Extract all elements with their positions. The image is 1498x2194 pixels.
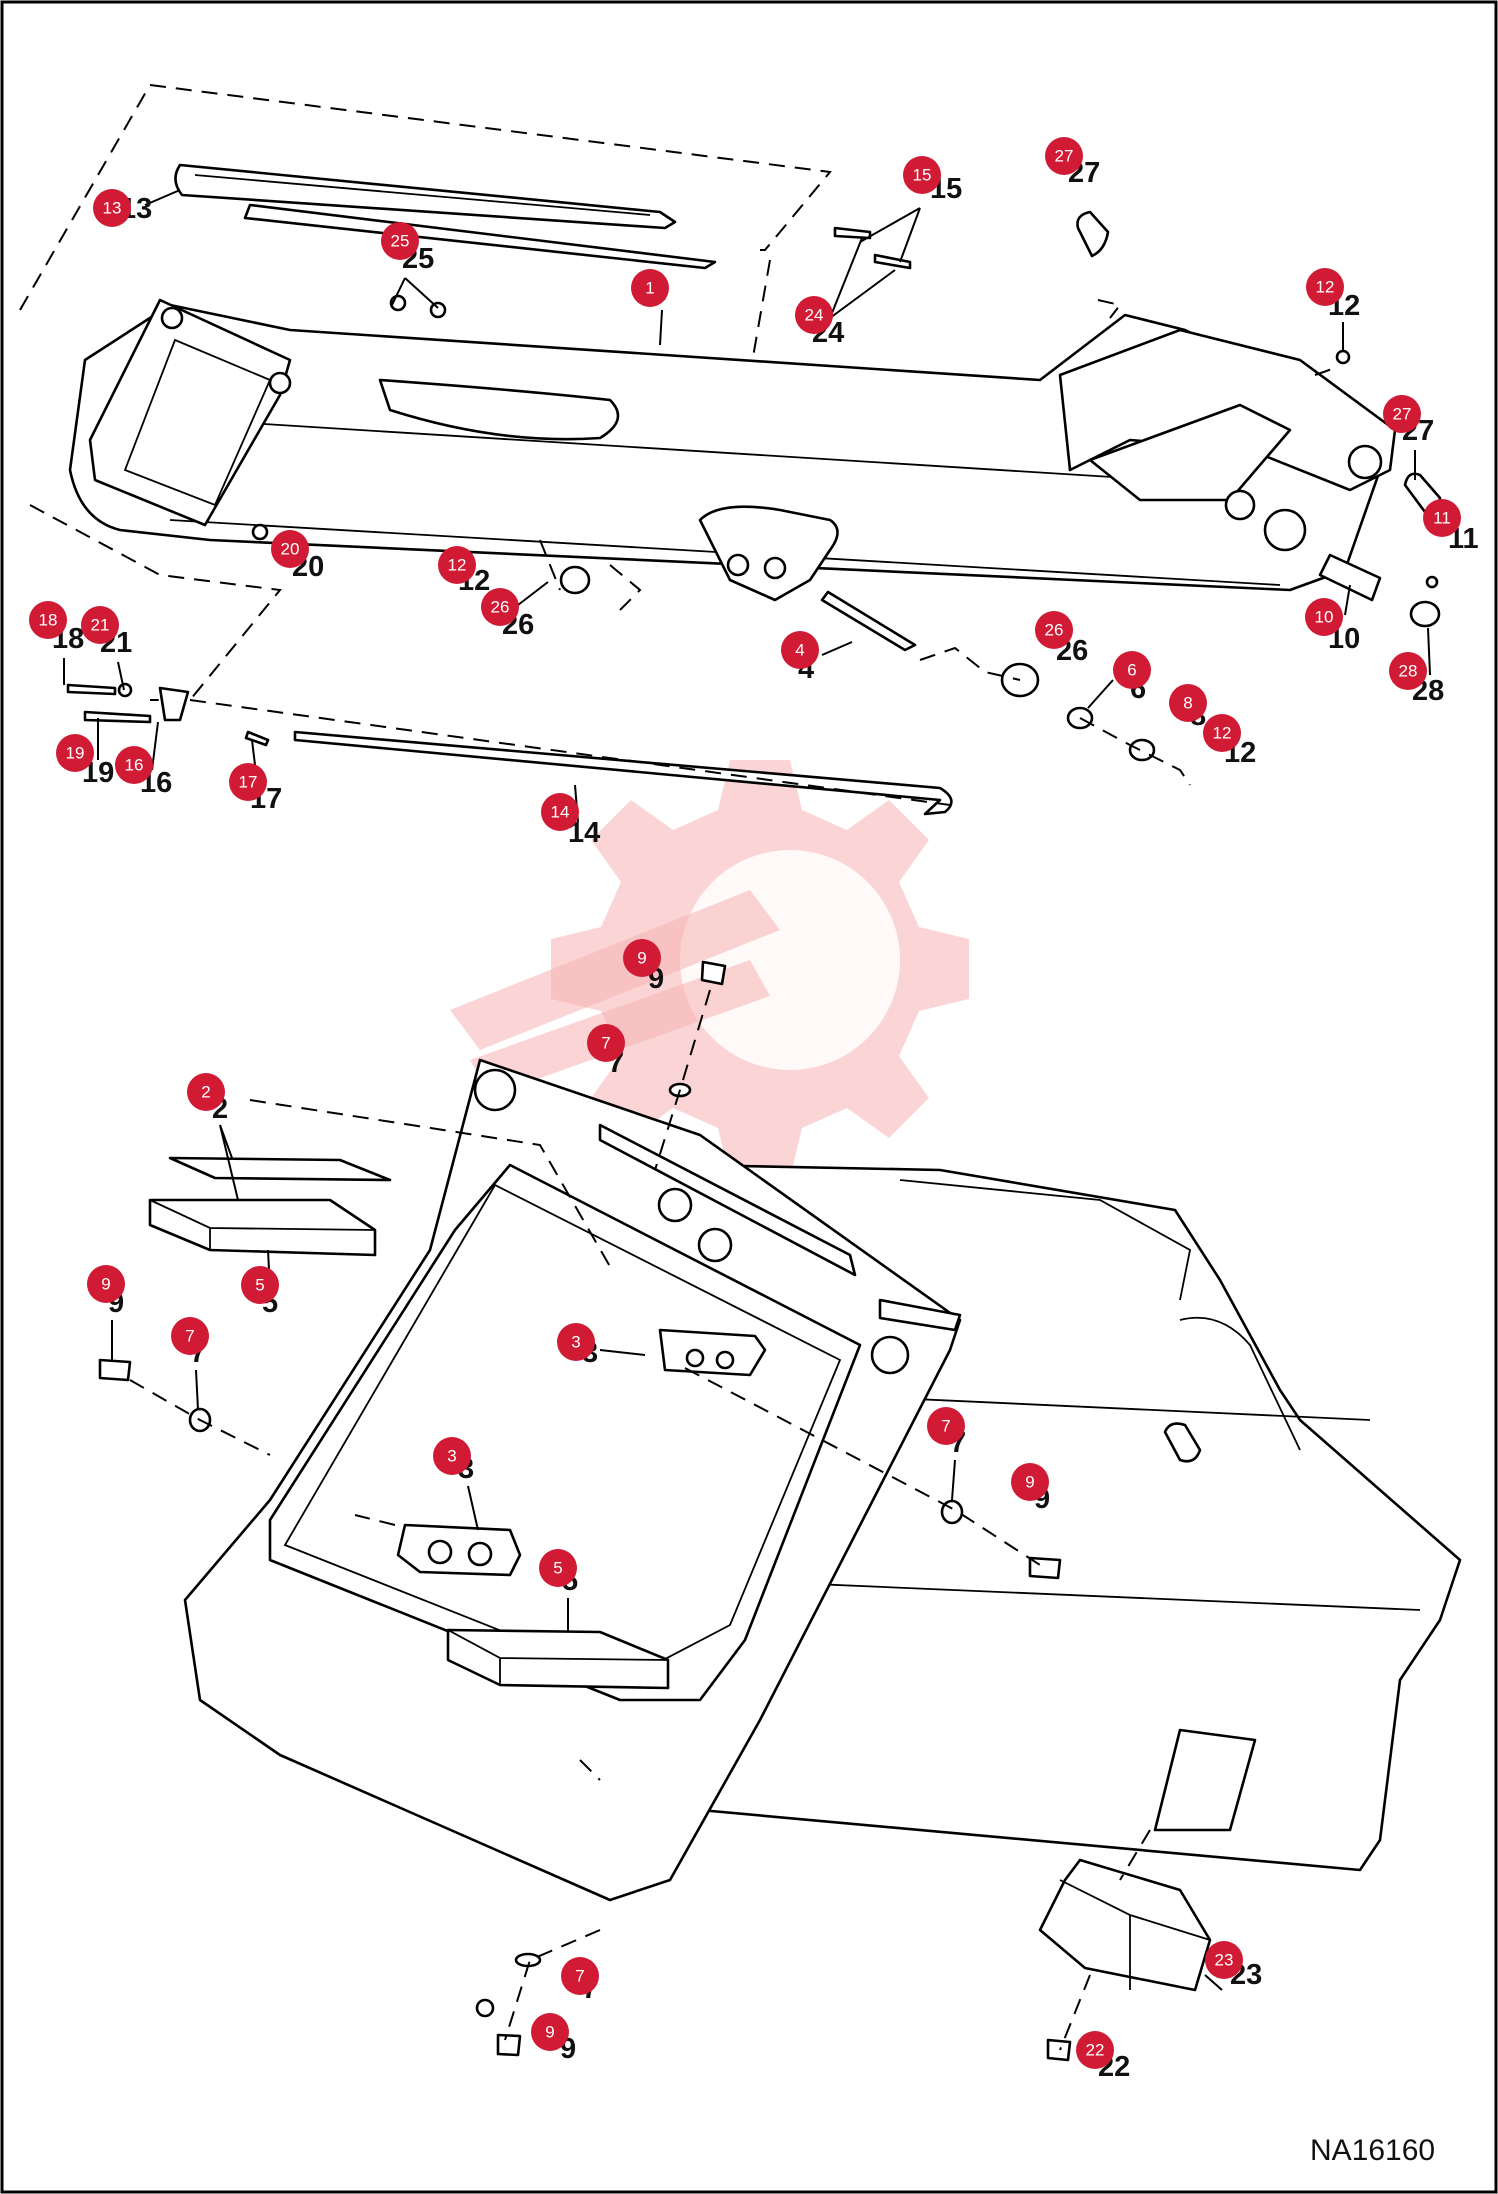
callout-bubble-label: 5 [553,1559,562,1578]
callout-bubble[interactable] [29,601,67,639]
callout-bubble-label: 13 [103,199,122,218]
callout-bubble-label: 28 [1399,662,1418,681]
callout-bubble-label: 7 [575,1967,584,1986]
callout-bubble[interactable] [56,734,94,772]
callout-bubble[interactable] [1305,598,1343,636]
callout-bubble[interactable] [587,1024,625,1062]
callout-bubble-label: 26 [1045,621,1064,640]
callout-bubble-label: 7 [941,1417,950,1436]
callout-bubble-label: 1 [645,279,654,298]
callout-bubble-label: 3 [447,1447,456,1466]
callout-bubble[interactable] [171,1317,209,1355]
callout-layer: 1313252511151524242727121227271111101028… [29,137,1479,2083]
callout-bubble[interactable] [561,1957,599,1995]
callout-bubble[interactable] [1383,395,1421,433]
callout-bubble-label: 9 [545,2023,554,2042]
callout-bubble[interactable] [1169,684,1207,722]
callout-bubble-label: 26 [491,598,510,617]
callout-bubble-label: 18 [39,611,58,630]
callout-bubble[interactable] [115,746,153,784]
callout-bubble-label: 21 [91,616,110,635]
callout-bubble[interactable] [93,189,131,227]
callout-bubble[interactable] [1306,268,1344,306]
callout-bubble[interactable] [229,763,267,801]
callout-bubble-label: 9 [1025,1473,1034,1492]
callout-bubble[interactable] [438,546,476,584]
callout-bubble[interactable] [81,606,119,644]
callout-bubble-label: 3 [571,1333,580,1352]
callout-bubble-label: 27 [1393,405,1412,424]
watermark-gear-icon [450,760,969,1178]
callout-bubble[interactable] [87,1265,125,1303]
callout-bubble[interactable] [539,1549,577,1587]
callout-bubble[interactable] [187,1073,225,1111]
callout-bubble-label: 8 [1183,694,1192,713]
callout-bubble[interactable] [271,530,309,568]
callout-bubble[interactable] [631,269,669,307]
callout-bubble[interactable] [623,939,661,977]
callout-bubble-label: 9 [637,949,646,968]
callout-bubble-label: 7 [185,1327,194,1346]
callout-bubble[interactable] [531,2013,569,2051]
callout-bubble-label: 12 [1316,278,1335,297]
upper-assembly [19,84,1442,816]
callout-bubble-label: 22 [1086,2041,1105,2060]
callout-bubble-label: 23 [1215,1951,1234,1970]
callout-bubble-label: 25 [391,232,410,251]
callout-bubble[interactable] [557,1323,595,1361]
callout-bubble-label: 17 [239,773,258,792]
callout-bubble-label: 16 [125,756,144,775]
callout-bubble[interactable] [1205,1941,1243,1979]
callout-bubble[interactable] [781,631,819,669]
callout-bubble[interactable] [1113,651,1151,689]
callout-bubble[interactable] [481,588,519,626]
callout-bubble[interactable] [1045,137,1083,175]
callout-bubble-label: 5 [255,1276,264,1295]
callout-bubble[interactable] [927,1407,965,1445]
callout-bubble-label: 10 [1315,608,1334,627]
callout-bubble[interactable] [1203,714,1241,752]
callout-bubble[interactable] [1011,1463,1049,1501]
callout-bubble[interactable] [1389,652,1427,690]
callout-bubble-label: 27 [1055,147,1074,166]
pointer-lines [63,189,1431,1991]
callout-bubble[interactable] [381,222,419,260]
callout-bubble[interactable] [241,1266,279,1304]
callout-bubble[interactable] [1076,2031,1114,2069]
callout-bubble-label: 19 [66,744,85,763]
callout-bubble-label: 9 [101,1275,110,1294]
callout-bubble[interactable] [1423,499,1461,537]
callout-bubble[interactable] [795,296,833,334]
drawing-id: NA16160 [1310,2134,1435,2167]
callout-bubble-label: 24 [805,306,824,325]
callout-bubble[interactable] [903,156,941,194]
callout-bubble[interactable] [541,793,579,831]
callout-bubble[interactable] [1035,611,1073,649]
callout-bubble-label: 12 [448,556,467,575]
lower-assembly [98,960,1462,2062]
callout-bubble-label: 12 [1213,724,1232,743]
callout-bubble-label: 7 [601,1034,610,1053]
callout-bubble-label: 11 [1433,509,1451,528]
callout-bubble-label: 2 [201,1083,210,1102]
callout-bubble-label: 14 [551,803,570,822]
callout-bubble[interactable] [433,1437,471,1475]
callout-bubble-label: 15 [913,166,932,185]
callout-bubble-label: 20 [281,540,300,559]
callout-bubble-label: 4 [795,641,804,660]
callout-bubble-label: 6 [1127,661,1136,680]
